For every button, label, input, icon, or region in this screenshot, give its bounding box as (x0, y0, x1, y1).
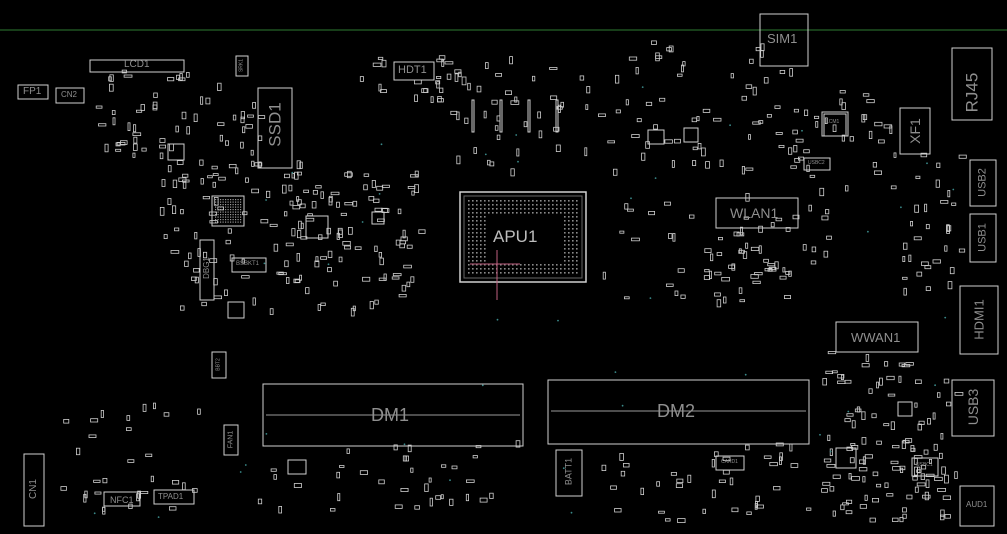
tpad1-outline (153, 489, 195, 505)
xf1-label: XF1 (907, 118, 923, 144)
wlan1-label: WLAN1 (730, 205, 779, 221)
card1-label: CARD1 (721, 459, 738, 465)
usb1-outline (969, 213, 997, 263)
wwan1-label: WWAN1 (851, 330, 901, 345)
xf1-outline (899, 107, 931, 155)
lcd1-outline (89, 59, 185, 73)
usbc2-outline (803, 157, 831, 171)
dm2-slot (547, 379, 810, 445)
dm1-slot (262, 383, 524, 447)
lcm1-label: LCM1 (826, 119, 840, 125)
usb3-outline (951, 379, 995, 437)
srk1-outline (235, 55, 249, 77)
fan1-outline (223, 424, 239, 456)
aud1-label: AUD1 (966, 500, 988, 509)
wlan1-outline (715, 197, 799, 229)
bbt2-label: BBT2 (215, 358, 222, 371)
aud1-outline (959, 485, 995, 527)
sim1-label: SIM1 (767, 31, 798, 46)
bsbkt1-outline (231, 257, 267, 273)
srk1-label: SRK1 (238, 58, 245, 73)
hdt1-outline (393, 61, 435, 81)
usb2-label: USB2 (976, 168, 989, 197)
dm2-label: DM2 (657, 401, 696, 421)
cn1-outline (23, 453, 45, 527)
dbg1-label: DBG1 (202, 257, 211, 279)
usb1-label: USB1 (976, 223, 989, 252)
hdt1-label: HDT1 (398, 64, 427, 76)
sim1-outline (759, 13, 809, 67)
cn2-label: CN2 (61, 90, 78, 99)
fan1-label: FAN1 (227, 430, 235, 449)
lcd1-label: LCD1 (124, 59, 150, 70)
bga-chip (211, 195, 245, 227)
wwan1-outline (835, 321, 919, 353)
cn2-outline (55, 87, 85, 104)
tpad1-label: TPAD1 (158, 492, 184, 501)
dm1-label: DM1 (371, 405, 410, 425)
batt1-outline (555, 449, 583, 497)
usbc1-outline (911, 457, 939, 477)
dbg1-outline (199, 239, 215, 301)
fp1-label: FP1 (23, 86, 42, 97)
nfc1-label: NFC1 (110, 495, 134, 505)
apu1-label: APU1 (493, 227, 538, 246)
cn1-label: CN1 (28, 479, 39, 500)
apu-package (459, 191, 587, 283)
fp1-outline (17, 84, 49, 100)
card1-outline (715, 455, 745, 471)
usbc1-label: USBC1 (916, 462, 933, 468)
ssd1-label: SSD1 (265, 102, 285, 147)
rj45-label: RJ45 (962, 72, 982, 113)
hdmi1-outline (959, 285, 999, 355)
nfc1-outline (103, 491, 141, 507)
usb2-outline (969, 159, 997, 207)
small-components (60, 40, 967, 523)
hdmi1-label: HDMI1 (971, 299, 987, 340)
bbt2-outline (211, 351, 227, 379)
usbc2-label: USBC2 (808, 160, 825, 166)
batt1-label: BATT1 (563, 457, 574, 486)
bsbkt1-label: BSBKT1 (236, 261, 260, 267)
rj45-outline (951, 47, 993, 121)
ssd1-outline (257, 87, 293, 169)
usb3-label: USB3 (965, 388, 981, 426)
